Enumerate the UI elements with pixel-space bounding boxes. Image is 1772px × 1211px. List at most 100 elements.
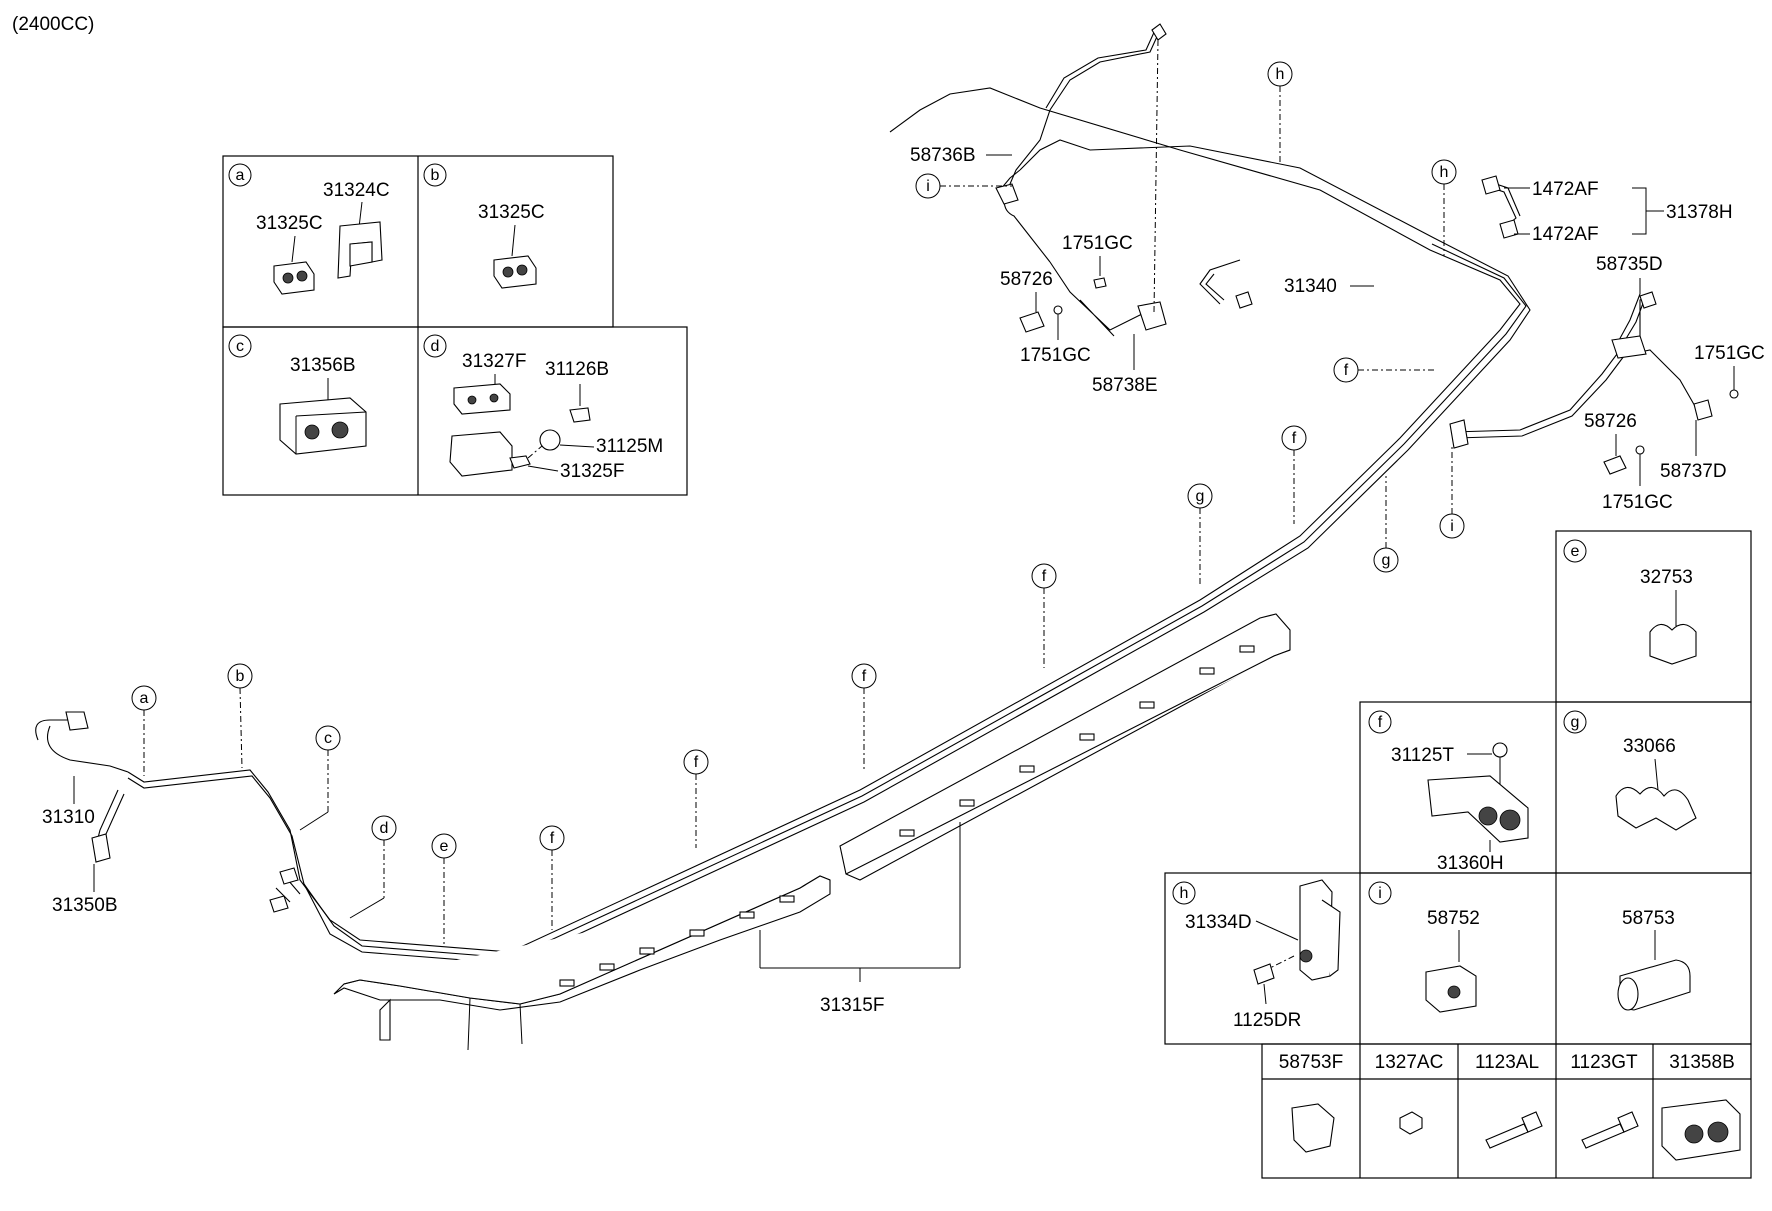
callout-f-1: f: [539, 825, 565, 930]
box-g-letter: g: [1571, 714, 1580, 731]
svg-text:i: i: [1450, 518, 1454, 535]
label-1472AF-upper: 1472AF: [1532, 179, 1599, 200]
part-31324C: 31324C: [323, 180, 390, 201]
detail-box-h: h 31334D 1125DR: [1172, 879, 1341, 1031]
detail-grid-right: e 32753 f 31125T 31360H g 33066: [1164, 530, 1752, 1045]
box-d-letter: d: [431, 338, 440, 355]
detail-grid-abcd: a 31324C 31325C b 31325C c 31356B: [222, 155, 688, 496]
part-31360H: 31360H: [1437, 853, 1504, 874]
svg-text:h: h: [1440, 164, 1449, 181]
label-58735D: 58735D: [1596, 254, 1663, 275]
nut-1327AC-icon: [1399, 1111, 1423, 1135]
table-header-58753F: 58753F: [1279, 1052, 1343, 1073]
detail-box-b: b 31325C: [423, 163, 545, 289]
leader-31315F: [759, 822, 961, 982]
callout-b-letter: b: [236, 668, 245, 685]
bolt-1123AL-icon: [1485, 1111, 1543, 1149]
box-e-letter: e: [1571, 543, 1580, 560]
svg-text:f: f: [694, 754, 699, 771]
callout-f-3: f: [851, 663, 877, 770]
part-33066: 33066: [1623, 736, 1676, 757]
part-31356B: 31356B: [290, 355, 356, 376]
callout-i-2: i: [915, 173, 1012, 199]
bolt-1123GT-icon: [1581, 1111, 1639, 1149]
box-a-letter: a: [236, 167, 245, 184]
fuel-line-assembly: [35, 23, 1713, 965]
callout-e: e: [431, 833, 457, 944]
label-58726-top: 58726: [1000, 269, 1053, 290]
callout-h-1: h: [1267, 61, 1293, 162]
engine-spec-title: (2400CC): [12, 14, 94, 35]
label-58737D: 58737D: [1660, 461, 1727, 482]
label-31310: 31310: [42, 807, 95, 828]
part-1125DR: 1125DR: [1233, 1010, 1301, 1031]
detail-box-c: c 31356B: [228, 334, 367, 455]
callout-f-4: f: [1031, 563, 1057, 668]
callout-i-1: i: [1439, 444, 1465, 539]
part-31125M: 31125M: [596, 436, 663, 457]
part-31125T: 31125T: [1391, 745, 1454, 766]
box-b-letter: b: [431, 167, 440, 184]
svg-text:h: h: [1276, 66, 1285, 83]
main-part-labels: 58736B 1751GC 58726 1751GC 58738E 31340 …: [42, 145, 1765, 1016]
part-31325C: 31325C: [256, 213, 323, 234]
box-f-letter: f: [1378, 714, 1383, 731]
detail-box-f: f 31125T 31360H: [1368, 710, 1529, 874]
callout-g-1: g: [1187, 483, 1213, 586]
detail-box-g: g 33066: [1563, 710, 1697, 831]
callout-c-letter: c: [324, 730, 332, 747]
table-header-31358B: 31358B: [1669, 1052, 1735, 1073]
callout-f-2: f: [683, 749, 709, 848]
svg-text:f: f: [862, 668, 867, 685]
label-58726-right: 58726: [1584, 411, 1637, 432]
detail-box-e: e 32753: [1563, 539, 1697, 665]
table-header-1123AL: 1123AL: [1475, 1052, 1539, 1073]
part-31334D: 31334D: [1185, 912, 1252, 933]
label-1751GC-top: 1751GC: [1062, 233, 1133, 254]
label-31378H: 31378H: [1666, 202, 1733, 223]
callout-g-2: g: [1373, 476, 1399, 573]
part-32753: 32753: [1640, 567, 1693, 588]
label-31350B: 31350B: [52, 895, 118, 916]
box-h-letter: h: [1180, 885, 1189, 902]
part-31325C-b: 31325C: [478, 202, 545, 223]
svg-text:g: g: [1382, 552, 1391, 569]
svg-text:f: f: [550, 830, 555, 847]
svg-text:f: f: [1292, 430, 1297, 447]
label-58738E: 58738E: [1092, 375, 1158, 396]
label-1751GC-lower: 1751GC: [1602, 492, 1673, 513]
underbody-protector-31315F: [333, 613, 1291, 1051]
callout-e-letter: e: [440, 838, 449, 855]
table-header-1123GT: 1123GT: [1570, 1052, 1638, 1073]
svg-text:f: f: [1042, 568, 1047, 585]
callout-f-6: f: [1333, 357, 1436, 383]
svg-text:f: f: [1344, 362, 1349, 379]
callout-b: b: [227, 663, 253, 769]
svg-text:i: i: [926, 178, 930, 195]
box-c-letter: c: [236, 338, 244, 355]
label-31340: 31340: [1284, 276, 1337, 297]
clip-31358B-icon: [1661, 1099, 1741, 1161]
label-1472AF-lower: 1472AF: [1532, 224, 1599, 245]
svg-text:g: g: [1196, 488, 1205, 505]
callout-d: d: [349, 815, 397, 919]
callout-c: c: [299, 725, 341, 831]
callout-a-letter: a: [140, 690, 149, 707]
detail-box-d: d 31327F 31126B 31125M 31325F: [423, 334, 663, 482]
callout-h-2: h: [1431, 159, 1457, 256]
callout-f-5: f: [1281, 425, 1307, 524]
part-58753: 58753: [1622, 908, 1675, 929]
part-31126B: 31126B: [545, 359, 609, 380]
label-1751GC-mid: 1751GC: [1020, 345, 1091, 366]
label-31315F: 31315F: [820, 995, 884, 1016]
detail-box-a: a 31324C 31325C: [228, 163, 390, 295]
clip-58753F-icon: [1291, 1103, 1335, 1153]
part-31327F: 31327F: [462, 351, 526, 372]
label-58736B: 58736B: [910, 145, 976, 166]
box-i-letter: i: [1378, 885, 1382, 902]
detail-box-i: i 58752: [1368, 881, 1480, 1013]
detail-box-58753: 58753: [1617, 908, 1691, 1011]
callout-d-letter: d: [380, 820, 389, 837]
part-31325F: 31325F: [560, 461, 624, 482]
